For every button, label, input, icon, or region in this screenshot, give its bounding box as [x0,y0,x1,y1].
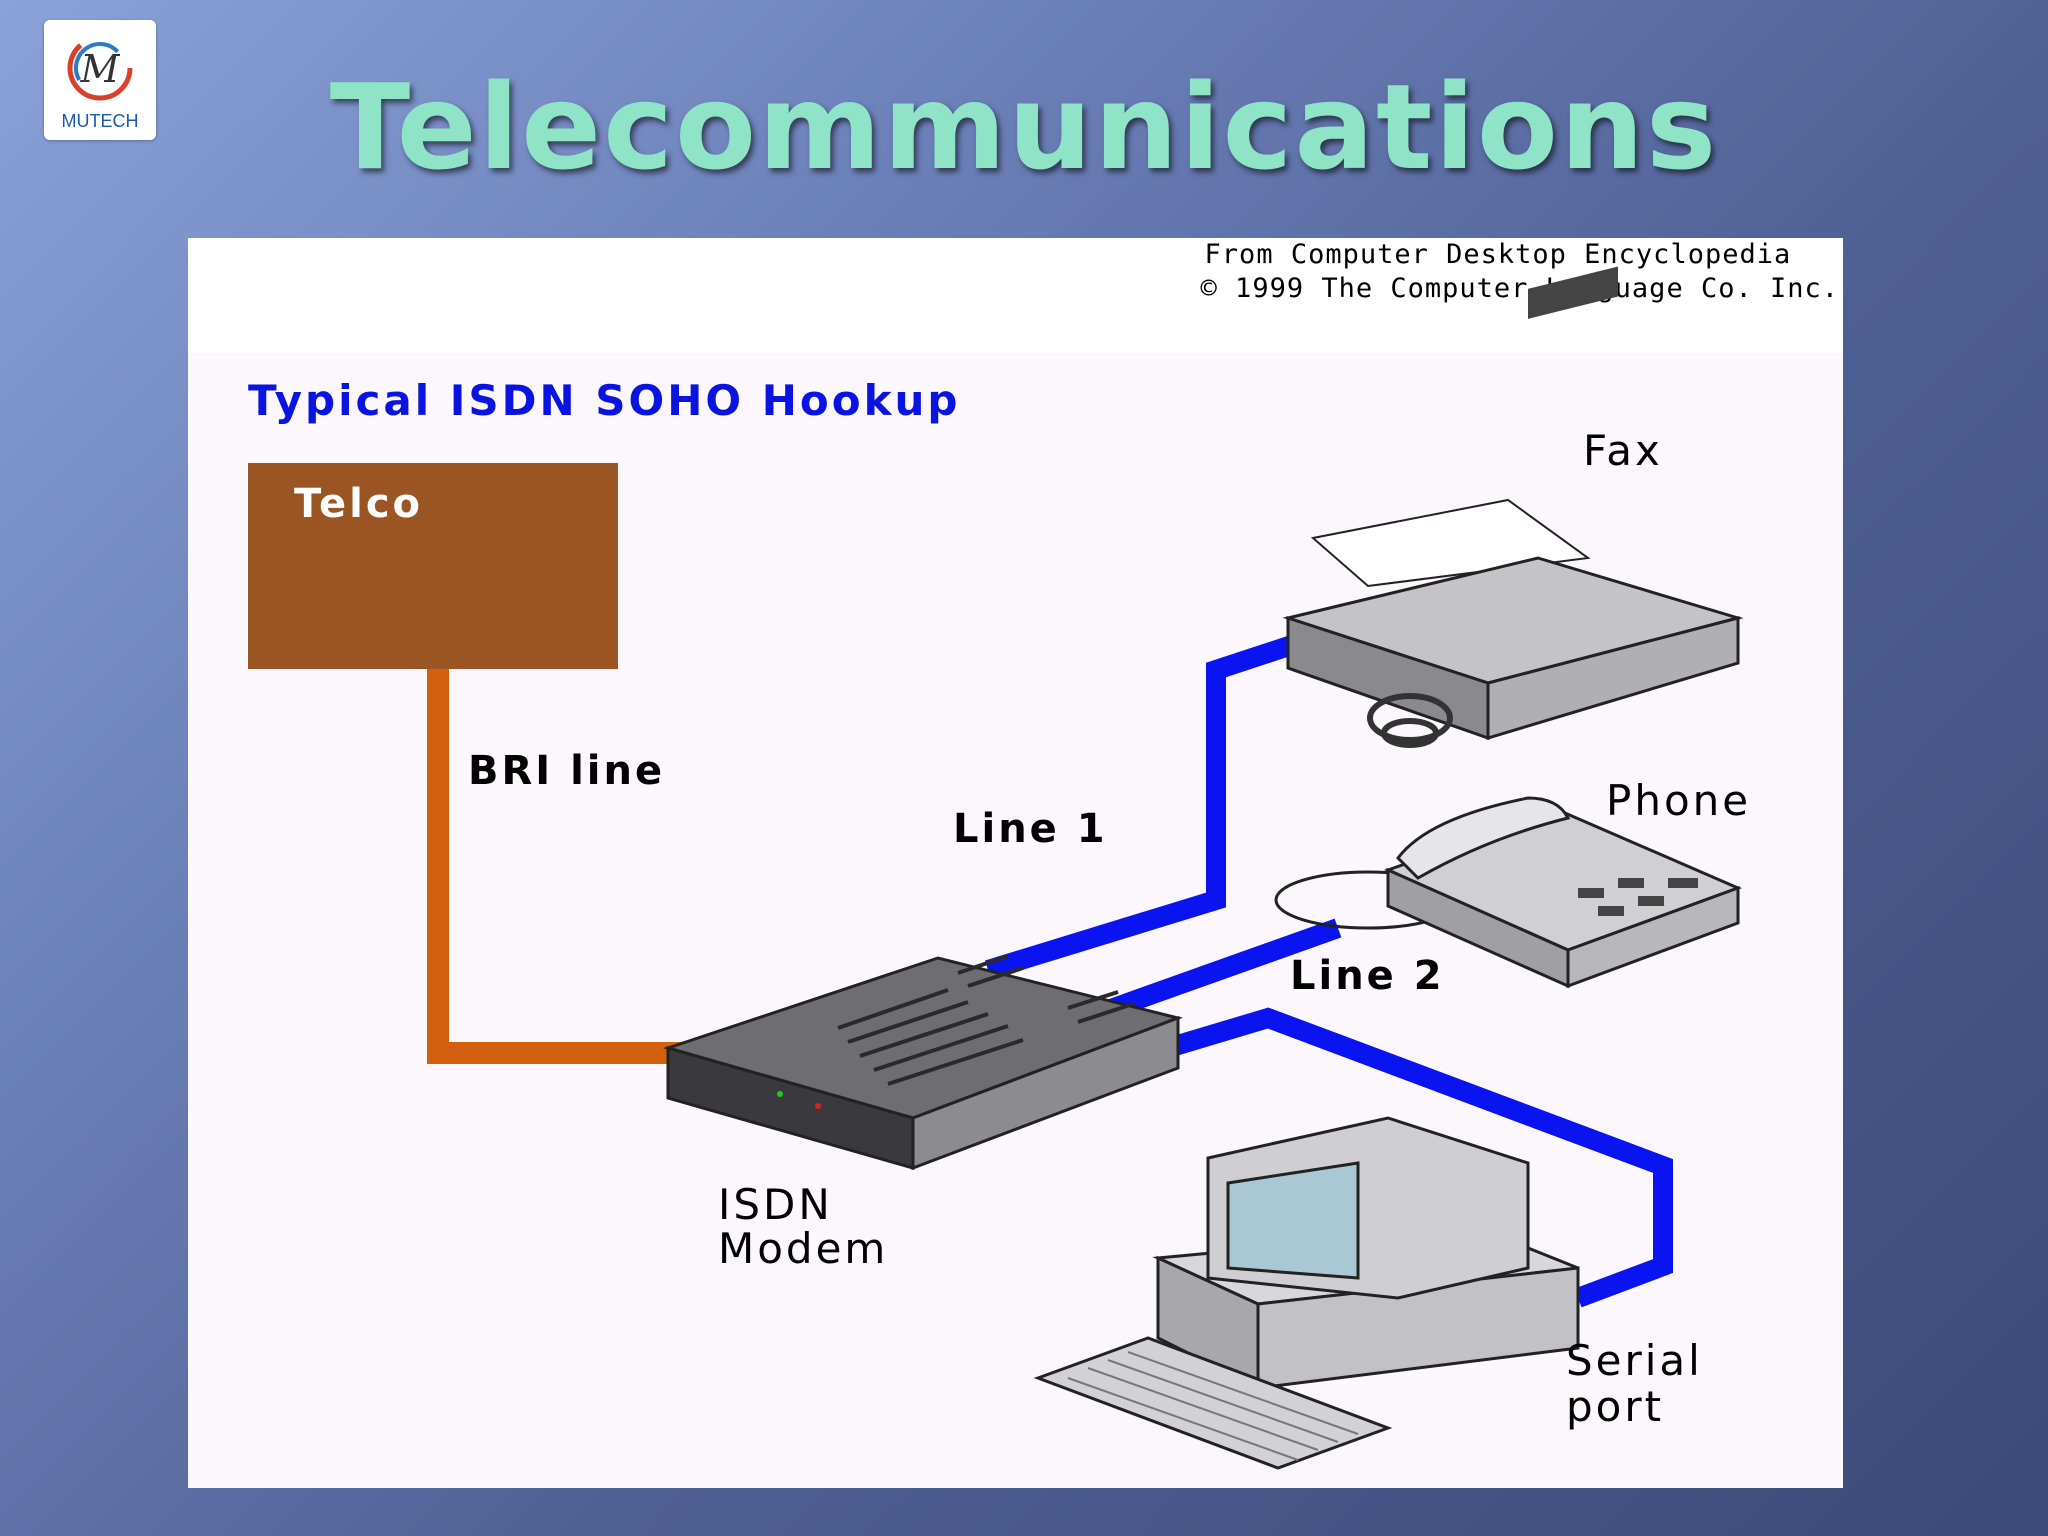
bri-line-label: BRI line [468,748,666,794]
serial-port-label-line-2: port [1566,1382,1665,1431]
phone-icon [1274,796,1743,989]
serial-cable [1165,1007,1673,1308]
credit-line-1: From Computer Desktop Encyclopedia [1204,239,1792,270]
credit-line-2: © 1999 The Computer Language Co. Inc. [1200,273,1839,304]
fax-machine-icon [1282,266,1744,748]
isdn-modem-icon [662,954,1184,1171]
telco-label: Telco [294,481,424,527]
serial-port-label-line-1: Serial [1566,1336,1703,1385]
isdn-modem-label-line-2: Modem [718,1224,889,1273]
fax-label: Fax [1583,426,1663,475]
diagram-graphics [427,266,1744,1470]
line-1-label: Line 1 [953,806,1108,852]
serial-port-label: Serial port [1566,1338,1703,1430]
phone-label: Phone [1606,776,1752,825]
slide-title: Telecommunications [329,58,1719,196]
diagram-heading: Typical ISDN SOHO Hookup [248,376,961,425]
bri-line-cable [427,668,748,1064]
svg-text:M: M [80,47,121,91]
isdn-modem-label: ISDN Modem [718,1183,888,1271]
mutech-logo-icon: M [67,35,133,101]
isdn-modem-label-line-1: ISDN [718,1180,833,1229]
computer-icon [1033,1116,1580,1470]
telco-box: Telco [248,463,618,669]
credit-text: From Computer Desktop Encyclopedia © 199… [1201,238,1839,306]
mutech-logo: M MUTECH [44,20,156,140]
line-1-cable [985,633,1302,980]
line-2-cable [1104,918,1342,1020]
line-2-label: Line 2 [1290,953,1445,999]
isdn-diagram-panel: From Computer Desktop Encyclopedia © 199… [188,238,1843,1488]
logo-text: MUTECH [61,111,139,131]
